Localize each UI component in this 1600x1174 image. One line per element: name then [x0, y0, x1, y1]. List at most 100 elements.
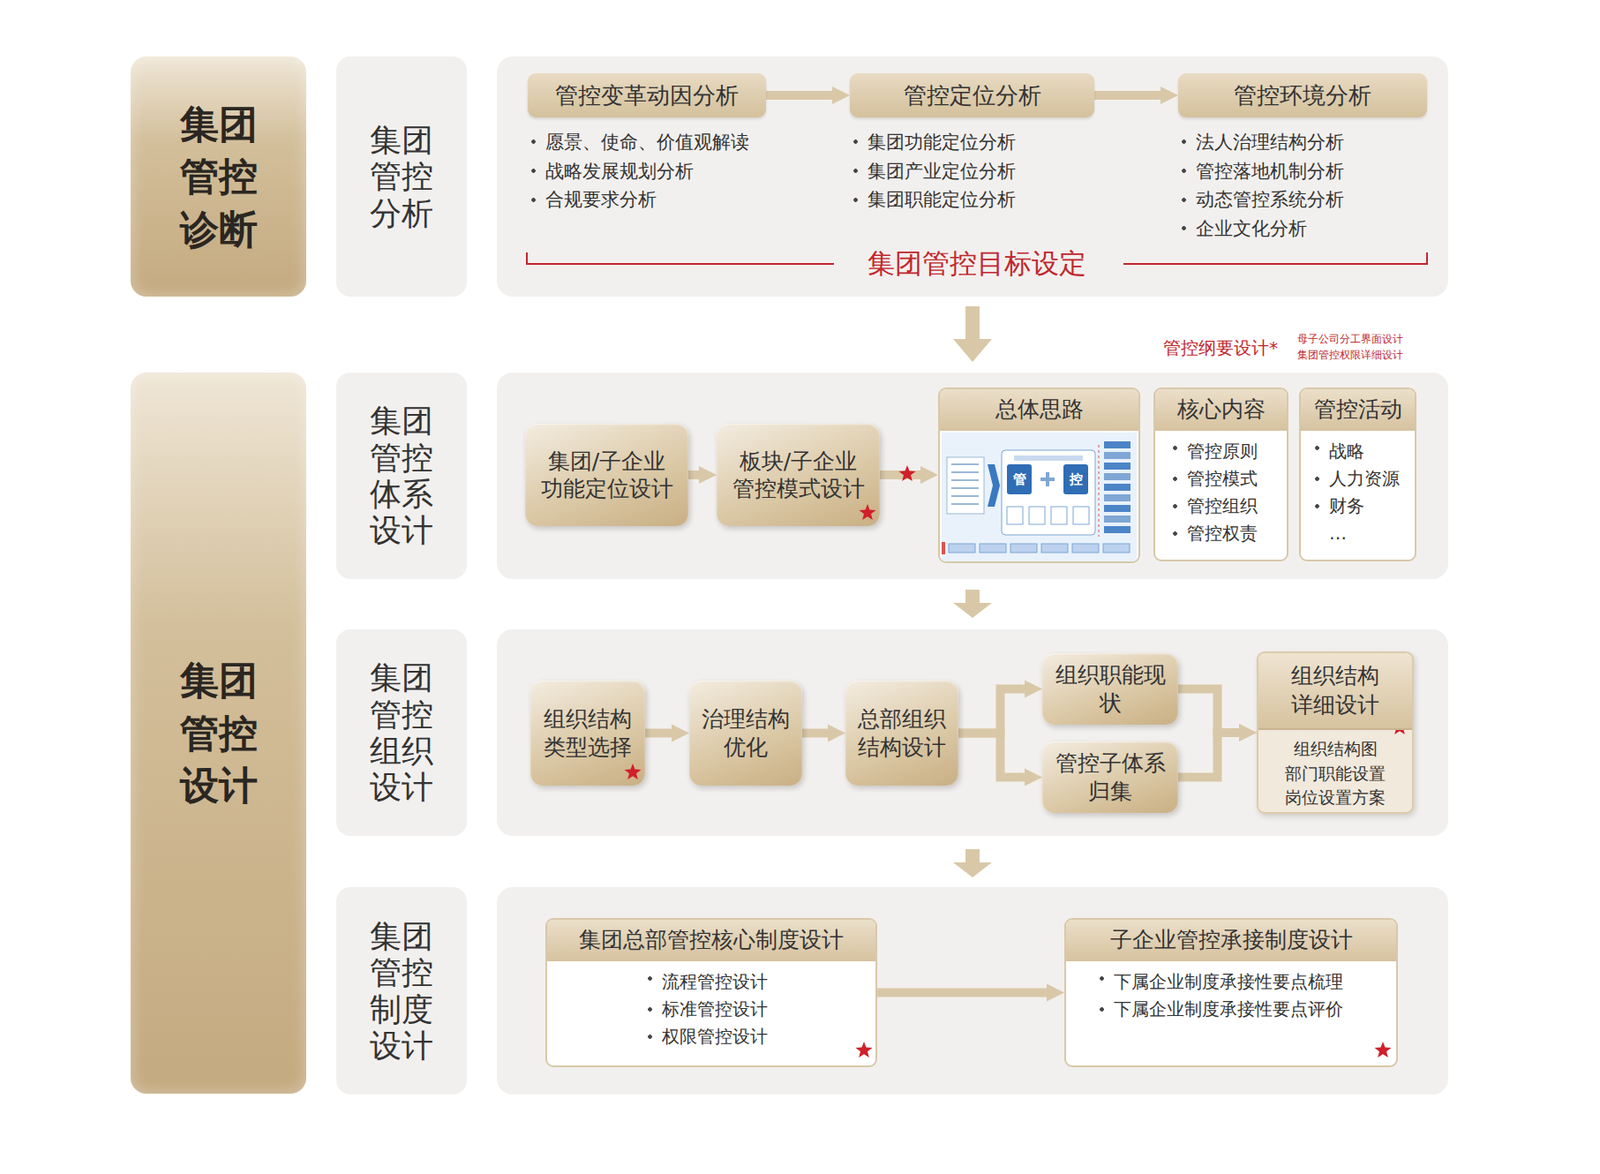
result-card: 组织结构详细设计组织结构图部门职能设置岗位设置方案 — [1256, 651, 1414, 814]
flow-arrow — [688, 470, 699, 480]
overview-card: 总体思路 — [938, 387, 1141, 564]
process-box: 总部组织结构设计 — [845, 680, 959, 786]
flow-arrow — [1178, 732, 1240, 778]
flow-arrow — [958, 689, 1025, 734]
node-item: 集团产业定位分析 — [849, 157, 1095, 187]
key-star — [898, 465, 917, 483]
node-heading: 集团管控分析 — [369, 121, 434, 232]
down-arrow — [953, 848, 992, 878]
flow-arrow — [877, 988, 1047, 998]
list-card: 管控活动战略人力资源财务… — [1299, 387, 1417, 562]
key-star — [1374, 1041, 1392, 1060]
process-box: 管控子体系归集 — [1042, 741, 1179, 813]
section-band: 集团管控设计 — [130, 372, 307, 1094]
node-item: 动态管控系统分析 — [1178, 185, 1428, 215]
node-heading: 管控定位分析 — [849, 73, 1095, 118]
analysis-group: 管控环境分析法人治理结构分析管控落地机制分析动态管控系统分析企业文化分析 — [1178, 73, 1428, 243]
node-heading: 核心内容 — [1155, 389, 1287, 431]
content-panel — [496, 886, 1449, 1095]
node-item: 管控模式 — [1169, 465, 1287, 493]
node-item: 标准管控设计 — [644, 995, 876, 1023]
analysis-group: 管控定位分析集团功能定位分析集团产业定位分析集团职能定位分析 — [849, 73, 1095, 241]
row-label: 集团管控分析 — [336, 56, 467, 297]
node-heading: 组织职能现状 — [1054, 661, 1166, 717]
list-card: 核心内容管控原则管控模式管控组织管控权责 — [1153, 387, 1289, 562]
note-detail: 母子公司分工界面设计 — [1297, 332, 1404, 346]
illustration-label: 控 — [1069, 471, 1083, 488]
node-item: 下属企业制度承接性要点梳理 — [1096, 961, 1397, 996]
flow-arrow — [1094, 90, 1161, 100]
node-item: 管控原则 — [1169, 430, 1287, 466]
node-item: 下属企业制度承接性要点评价 — [1096, 995, 1397, 1023]
flow-arrow — [766, 90, 833, 100]
analysis-group: 管控变革动因分析愿景、使命、价值观解读战略发展规划分析合规要求分析 — [527, 73, 767, 241]
node-heading: 管控变革动因分析 — [527, 73, 767, 118]
down-arrow — [953, 306, 992, 362]
node-item: 人力资源 — [1311, 465, 1415, 493]
node-heading: 集团/子企业功能定位设计 — [538, 447, 676, 504]
bracket-line — [526, 252, 834, 264]
node-item: 管控组织 — [1169, 492, 1287, 520]
node-item: 法人治理结构分析 — [1178, 126, 1428, 158]
node-item: 组织结构图 — [1258, 729, 1413, 762]
node-heading: 集团管控组织设计 — [369, 659, 434, 806]
node-item: 管控权责 — [1169, 519, 1287, 548]
node-item: 管控落地机制分析 — [1178, 157, 1428, 187]
node-heading: 组织结构类型选择 — [540, 705, 635, 761]
node-heading: 集团管控诊断 — [180, 97, 258, 256]
node-heading: 组织结构详细设计 — [1258, 653, 1413, 730]
section-band: 集团管控诊断 — [130, 56, 307, 297]
node-heading: 集团管控体系设计 — [369, 402, 434, 549]
node-item: 流程管控设计 — [644, 961, 876, 996]
illustration-label: 管 — [1013, 471, 1027, 488]
node-item: 集团职能定位分析 — [849, 185, 1095, 215]
note-label: 管控纲要设计* — [1163, 337, 1278, 359]
node-item: 企业文化分析 — [1178, 214, 1428, 244]
down-arrow — [953, 589, 992, 618]
process-box: 集团/子企业功能定位设计 — [525, 423, 689, 526]
node-heading: 管控环境分析 — [1178, 73, 1428, 118]
content-panels — [496, 56, 1449, 1095]
flow-arrow — [958, 733, 1025, 778]
node-heading: 治理结构优化 — [699, 705, 792, 761]
node-item: 战略发展规划分析 — [527, 157, 767, 187]
node-item: 合规要求分析 — [527, 185, 767, 215]
node-item: 集团功能定位分析 — [849, 126, 1095, 158]
node-item: 权限管控设计 — [644, 1022, 876, 1051]
process-box: 板块/子企业管控模式设计 — [716, 423, 880, 526]
target-label: 集团管控目标设定 — [860, 247, 1094, 280]
system-card: 子企业管控承接制度设计下属企业制度承接性要点梳理下属企业制度承接性要点评价 — [1064, 917, 1398, 1067]
row-label: 集团管控体系设计 — [336, 372, 467, 579]
note-detail: 集团管控权限详细设计 — [1297, 348, 1404, 361]
process-box: 组织职能现状 — [1042, 653, 1179, 725]
node-heading: 集团管控制度设计 — [369, 917, 434, 1065]
overview-illustration — [941, 432, 1137, 562]
process-box: 组织结构类型选择 — [530, 680, 646, 786]
row-label: 集团管控制度设计 — [336, 886, 467, 1095]
node-heading: 管控活动 — [1300, 389, 1415, 431]
node-heading: 管控子体系归集 — [1054, 749, 1166, 805]
node-heading: 集团总部管控核心制度设计 — [547, 919, 876, 962]
process-box: 治理结构优化 — [689, 680, 803, 786]
content-panel — [496, 372, 1449, 579]
content-panel — [496, 56, 1449, 297]
content-panel — [496, 629, 1449, 836]
node-item: … — [1311, 519, 1415, 548]
bracket-line — [1123, 252, 1428, 264]
node-heading: 总体思路 — [939, 389, 1139, 431]
node-item: 战略 — [1311, 430, 1415, 466]
flow-arrow — [645, 728, 672, 738]
node-heading: 总部组织结构设计 — [856, 705, 948, 761]
flow-arrow — [1178, 689, 1240, 734]
node-item: 财务 — [1311, 492, 1415, 520]
key-star — [858, 503, 877, 522]
node-heading: 子企业管控承接制度设计 — [1066, 919, 1397, 962]
flow-arrow — [802, 728, 828, 738]
node-heading: 集团管控设计 — [180, 653, 258, 812]
node-item: 部门职能设置 — [1258, 761, 1413, 787]
row-label: 集团管控组织设计 — [336, 629, 467, 836]
key-star — [623, 763, 642, 782]
node-item: 岗位设置方案 — [1258, 785, 1413, 811]
